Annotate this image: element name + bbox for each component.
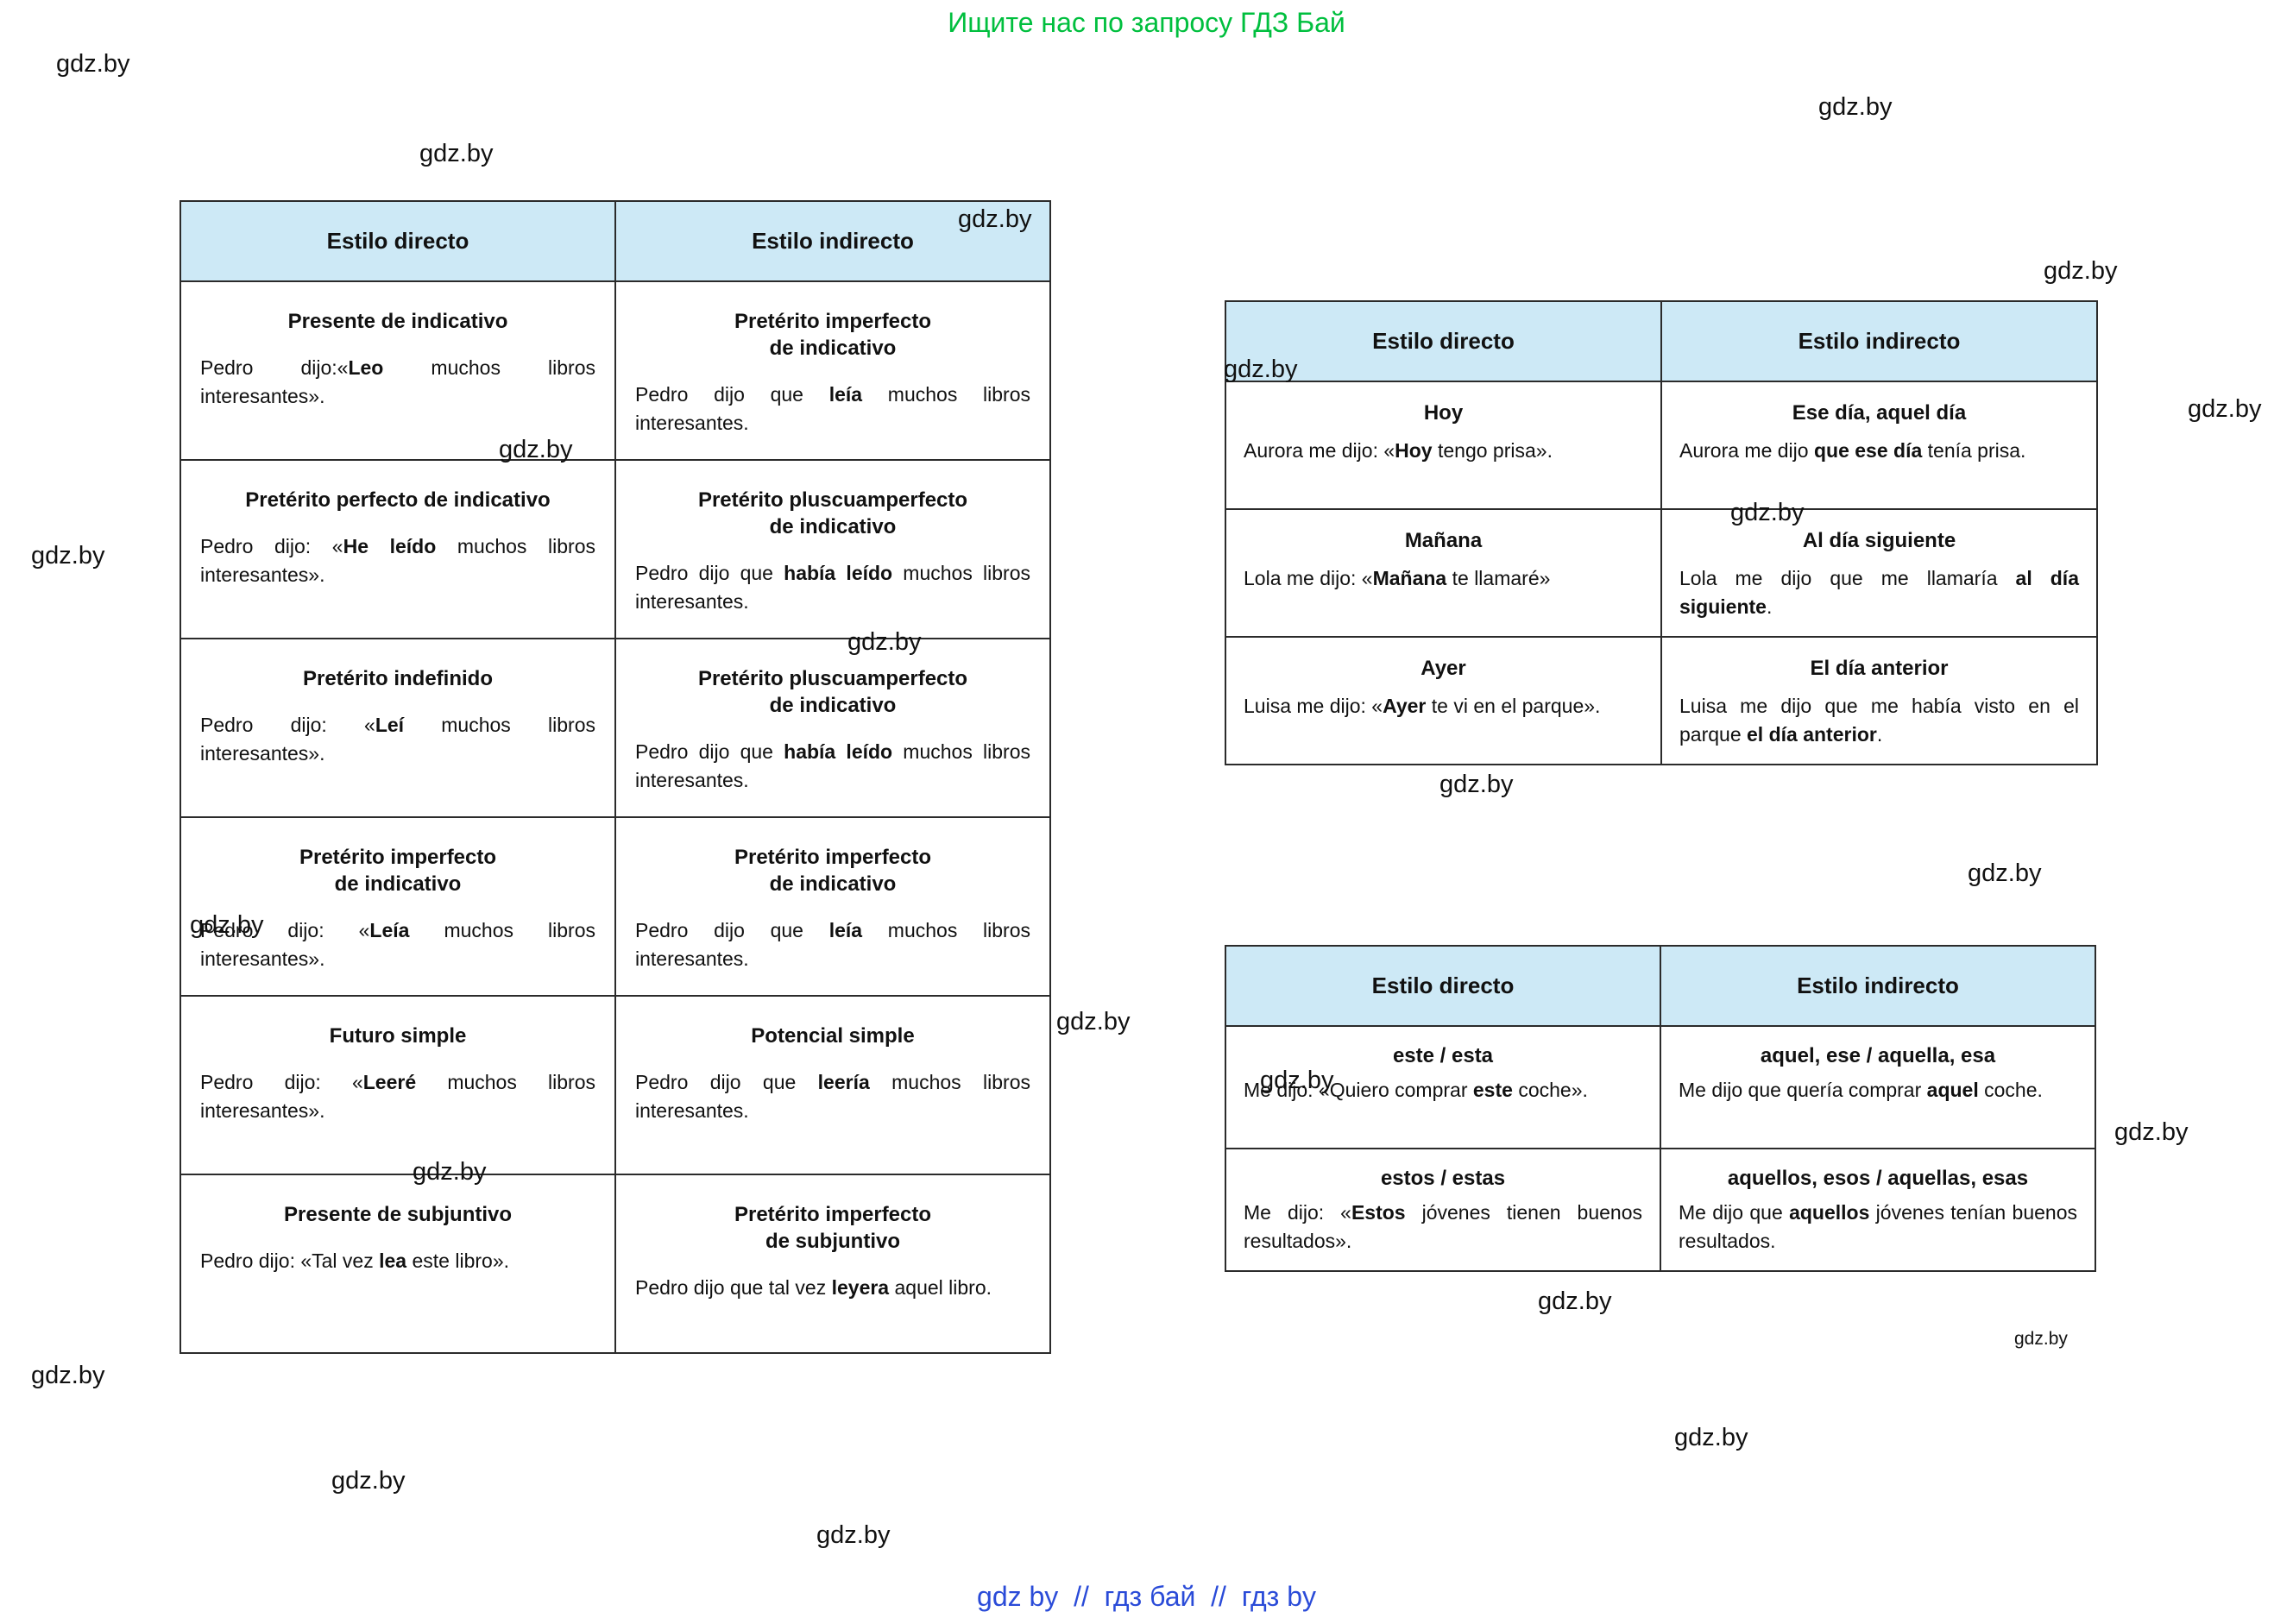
cell-direct: Ayer Luisa me dijo: «Ayer te vi en el pa… <box>1226 638 1660 764</box>
example-sentence: Pedro dijo que había leído muchos libros… <box>635 562 1030 614</box>
example-sentence: Me dijo: «Quiero comprar este coche». <box>1244 1079 1588 1102</box>
adverb-title: Hoy <box>1423 401 1464 425</box>
column-header-direct: Estilo directo <box>181 202 614 280</box>
watermark: gdz.by <box>2114 1118 2189 1146</box>
example-sentence: Me dijo: «Estos jóvenes tienen buenos re… <box>1244 1201 1643 1253</box>
demonstrative-title: aquellos, esos / aquellas, esas <box>1727 1167 2029 1190</box>
cell-direct: Pretérito perfecto de indicativo Pedro d… <box>181 461 614 638</box>
cell-direct: Pretérito imperfecto de indicativo Pedro… <box>181 818 614 995</box>
tense-title: Pretérito perfecto de indicativo <box>245 488 551 512</box>
watermark: gdz.by <box>56 50 130 78</box>
example-sentence: Pedro dijo que había leído muchos libros… <box>635 740 1030 792</box>
example-sentence: Pedro dijo que leía muchos libros intere… <box>635 383 1030 435</box>
cell-indirect: Pretérito pluscuamperfecto de indicativo… <box>616 461 1049 638</box>
demonstrative-title: este / esta <box>1392 1044 1494 1067</box>
watermark: gdz.by <box>1056 1008 1131 1035</box>
example-sentence: Pedro dijo que tal vez leyera aquel libr… <box>635 1276 992 1300</box>
column-header-indirect: Estilo indirecto <box>1662 302 2096 381</box>
watermark: gdz.by <box>1818 93 1893 121</box>
watermark: gdz.by <box>1968 859 2042 887</box>
tense-title: Presente de indicativo <box>287 310 508 333</box>
tense-title: Pretérito indefinido <box>302 667 493 690</box>
cell-direct: Mañana Lola me dijo: «Mañana te llamaré» <box>1226 510 1660 636</box>
tense-title: Pretérito imperfecto de indicativo <box>734 310 932 361</box>
demonstratives-table: Estilo directo Estilo indirecto este / e… <box>1225 945 2096 1272</box>
cell-indirect: El día anterior Luisa me dijo que me hab… <box>1662 638 2096 764</box>
example-sentence: Pedro dijo que leía muchos libros intere… <box>635 919 1030 971</box>
example-sentence: Pedro dijo: «Leía muchos libros interesa… <box>200 919 596 971</box>
adverb-title: El día anterior <box>1810 657 1949 680</box>
cell-indirect: aquel, ese / aquella, esa Me dijo que qu… <box>1661 1027 2095 1148</box>
cell-direct: Pretérito indefinido Pedro dijo: «Leí mu… <box>181 639 614 816</box>
adverb-title: Mañana <box>1404 529 1483 552</box>
example-sentence: Pedro dijo: «Tal vez lea este libro». <box>200 1249 510 1273</box>
time-adverbs-table: Estilo directo Estilo indirecto Hoy Auro… <box>1225 300 2098 765</box>
cell-indirect: Potencial simple Pedro dijo que leería m… <box>616 997 1049 1174</box>
cell-direct: Presente de subjuntivo Pedro dijo: «Tal … <box>181 1175 614 1352</box>
cell-indirect: Pretérito imperfecto de indicativo Pedro… <box>616 818 1049 995</box>
footer-watermark: gdz by // гдз бай // гдз by <box>977 1581 1316 1612</box>
adverb-title: Ese día, aquel día <box>1792 401 1967 425</box>
example-sentence: Me dijo que quería comprar aquel coche. <box>1679 1079 2043 1102</box>
example-sentence: Pedro dijo que leería muchos libros inte… <box>635 1071 1030 1123</box>
watermark: gdz.by <box>2044 257 2118 285</box>
example-sentence: Pedro dijo: «Leí muchos libros interesan… <box>200 714 595 765</box>
adverb-title: Al día siguiente <box>1802 529 1956 552</box>
watermark: gdz.by <box>419 140 494 167</box>
demonstrative-title: aquel, ese / aquella, esa <box>1760 1044 1996 1067</box>
watermark: gdz.by <box>2188 395 2262 423</box>
example-sentence: Luisa me dijo: «Ayer te vi en el parque»… <box>1244 695 1601 718</box>
tense-title: Futuro simple <box>329 1024 467 1048</box>
cell-direct: Futuro simple Pedro dijo: «Leeré muchos … <box>181 997 614 1174</box>
cell-indirect: Pretérito imperfecto de indicativo Pedro… <box>616 282 1049 459</box>
cell-indirect: Pretérito pluscuamperfecto de indicativo… <box>616 639 1049 816</box>
cell-direct: estos / estas Me dijo: «Estos jóvenes ti… <box>1226 1149 1660 1270</box>
cell-indirect: Al día siguiente Lola me dijo que me lla… <box>1662 510 2096 636</box>
tense-title: Pretérito imperfecto de indicativo <box>299 846 497 897</box>
watermark: gdz.by <box>31 1362 105 1389</box>
watermark: gdz.by <box>331 1467 406 1495</box>
example-sentence: Lola me dijo que me llamaría al día sigu… <box>1679 567 2079 619</box>
cell-direct: este / esta Me dijo: «Quiero comprar est… <box>1226 1027 1660 1148</box>
demonstrative-title: estos / estas <box>1380 1167 1506 1190</box>
example-sentence: Aurora me dijo que ese día tenía prisa. <box>1679 439 2026 463</box>
watermark: gdz.by <box>1538 1287 1612 1315</box>
tense-title: Pretérito pluscuamperfecto de indicativo <box>697 667 968 718</box>
watermark: gdz.by <box>1674 1424 1748 1451</box>
watermark: gdz.by <box>816 1521 891 1549</box>
cell-direct: Presente de indicativo Pedro dijo:«Leo m… <box>181 282 614 459</box>
example-sentence: Lola me dijo: «Mañana te llamaré» <box>1244 567 1551 590</box>
cell-indirect: aquellos, esos / aquellas, esas Me dijo … <box>1661 1149 2095 1270</box>
cell-indirect: Pretérito imperfecto de subjuntivo Pedro… <box>616 1175 1049 1352</box>
promo-banner: Ищите нас по запросу ГДЗ Бай <box>948 7 1345 38</box>
cell-indirect: Ese día, aquel día Aurora me dijo que es… <box>1662 382 2096 508</box>
column-header-indirect: Estilo indirecto <box>1661 947 2095 1025</box>
tense-title: Pretérito imperfecto de indicativo <box>734 846 932 897</box>
column-header-indirect: Estilo indirecto <box>616 202 1049 280</box>
column-header-direct: Estilo directo <box>1226 302 1660 381</box>
conjugation-table: Estilo directo Estilo indirecto Presente… <box>180 200 1051 1354</box>
tense-title: Pretérito imperfecto de subjuntivo <box>734 1203 932 1254</box>
example-sentence: Pedro dijo: «Leeré muchos libros interes… <box>200 1071 596 1123</box>
example-sentence: Pedro dijo:«Leo muchos libros interesant… <box>200 356 596 408</box>
example-sentence: Pedro dijo: «He leído muchos libros inte… <box>200 535 596 587</box>
cell-direct: Hoy Aurora me dijo: «Hoy tengo prisa». <box>1226 382 1660 508</box>
example-sentence: Aurora me dijo: «Hoy tengo prisa». <box>1244 439 1553 463</box>
watermark: gdz.by <box>31 542 105 570</box>
watermark: gdz.by <box>1439 771 1514 798</box>
tense-title: Presente de subjuntivo <box>283 1203 513 1226</box>
example-sentence: Luisa me dijo que me había visto en el p… <box>1679 695 2079 746</box>
adverb-title: Ayer <box>1421 657 1466 680</box>
tense-title: Potencial simple <box>751 1024 915 1048</box>
column-header-direct: Estilo directo <box>1226 947 1660 1025</box>
tense-title: Pretérito pluscuamperfecto de indicativo <box>697 488 968 539</box>
watermark: gdz.by <box>2014 1329 2068 1349</box>
example-sentence: Me dijo que aquellos jóvenes tenían buen… <box>1679 1201 2077 1253</box>
